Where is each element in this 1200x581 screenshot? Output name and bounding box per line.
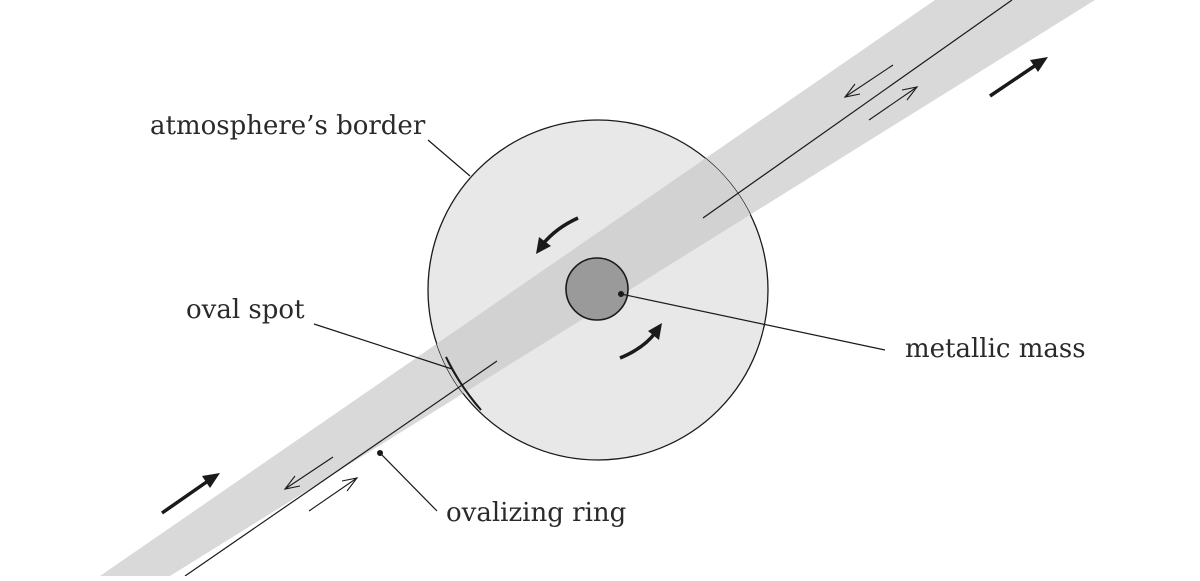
label-metallic-mass: metallic mass <box>905 334 1086 364</box>
flow-arrowhead-upper-right <box>901 86 919 101</box>
ovalizing-ring-dot <box>377 450 383 456</box>
direction-arrow-lower-shaft <box>161 479 209 515</box>
leader-ovalizing-ring <box>379 452 438 512</box>
rotation-arrowhead-upper <box>536 237 551 254</box>
label-ovalizing-ring: ovalizing ring <box>446 498 627 528</box>
rotation-arrow-lower <box>619 331 657 360</box>
oval-spot-mark <box>445 356 482 411</box>
direction-arrowhead-lower <box>202 473 220 488</box>
direction-arrow-upper-shaft <box>989 63 1037 98</box>
flow-arrowhead-upper-left <box>843 83 861 98</box>
ring-line-upper <box>702 0 1013 219</box>
flow-arrowhead-lower-left <box>283 475 301 490</box>
ring-line-lower <box>184 360 498 577</box>
flow-arrow-upper-right <box>868 86 918 121</box>
rotation-arrow-upper <box>541 216 579 246</box>
flow-arrow-lower-left <box>284 456 334 490</box>
leader-metallic-mass <box>620 293 886 351</box>
label-oval-spot: oval spot <box>186 295 305 325</box>
flow-arrow-lower-right <box>308 477 358 512</box>
flow-arrowhead-lower-right <box>341 477 359 492</box>
rotation-arrowhead-lower <box>648 323 662 340</box>
leader-atmosphere-border <box>427 139 471 177</box>
direction-arrowhead-upper <box>1030 57 1048 72</box>
leader-oval-spot <box>313 323 453 370</box>
label-atmosphere-border: atmosphere’s border <box>150 111 426 141</box>
flow-arrow-upper-left <box>844 64 894 98</box>
metallic-mass-core <box>565 257 629 321</box>
